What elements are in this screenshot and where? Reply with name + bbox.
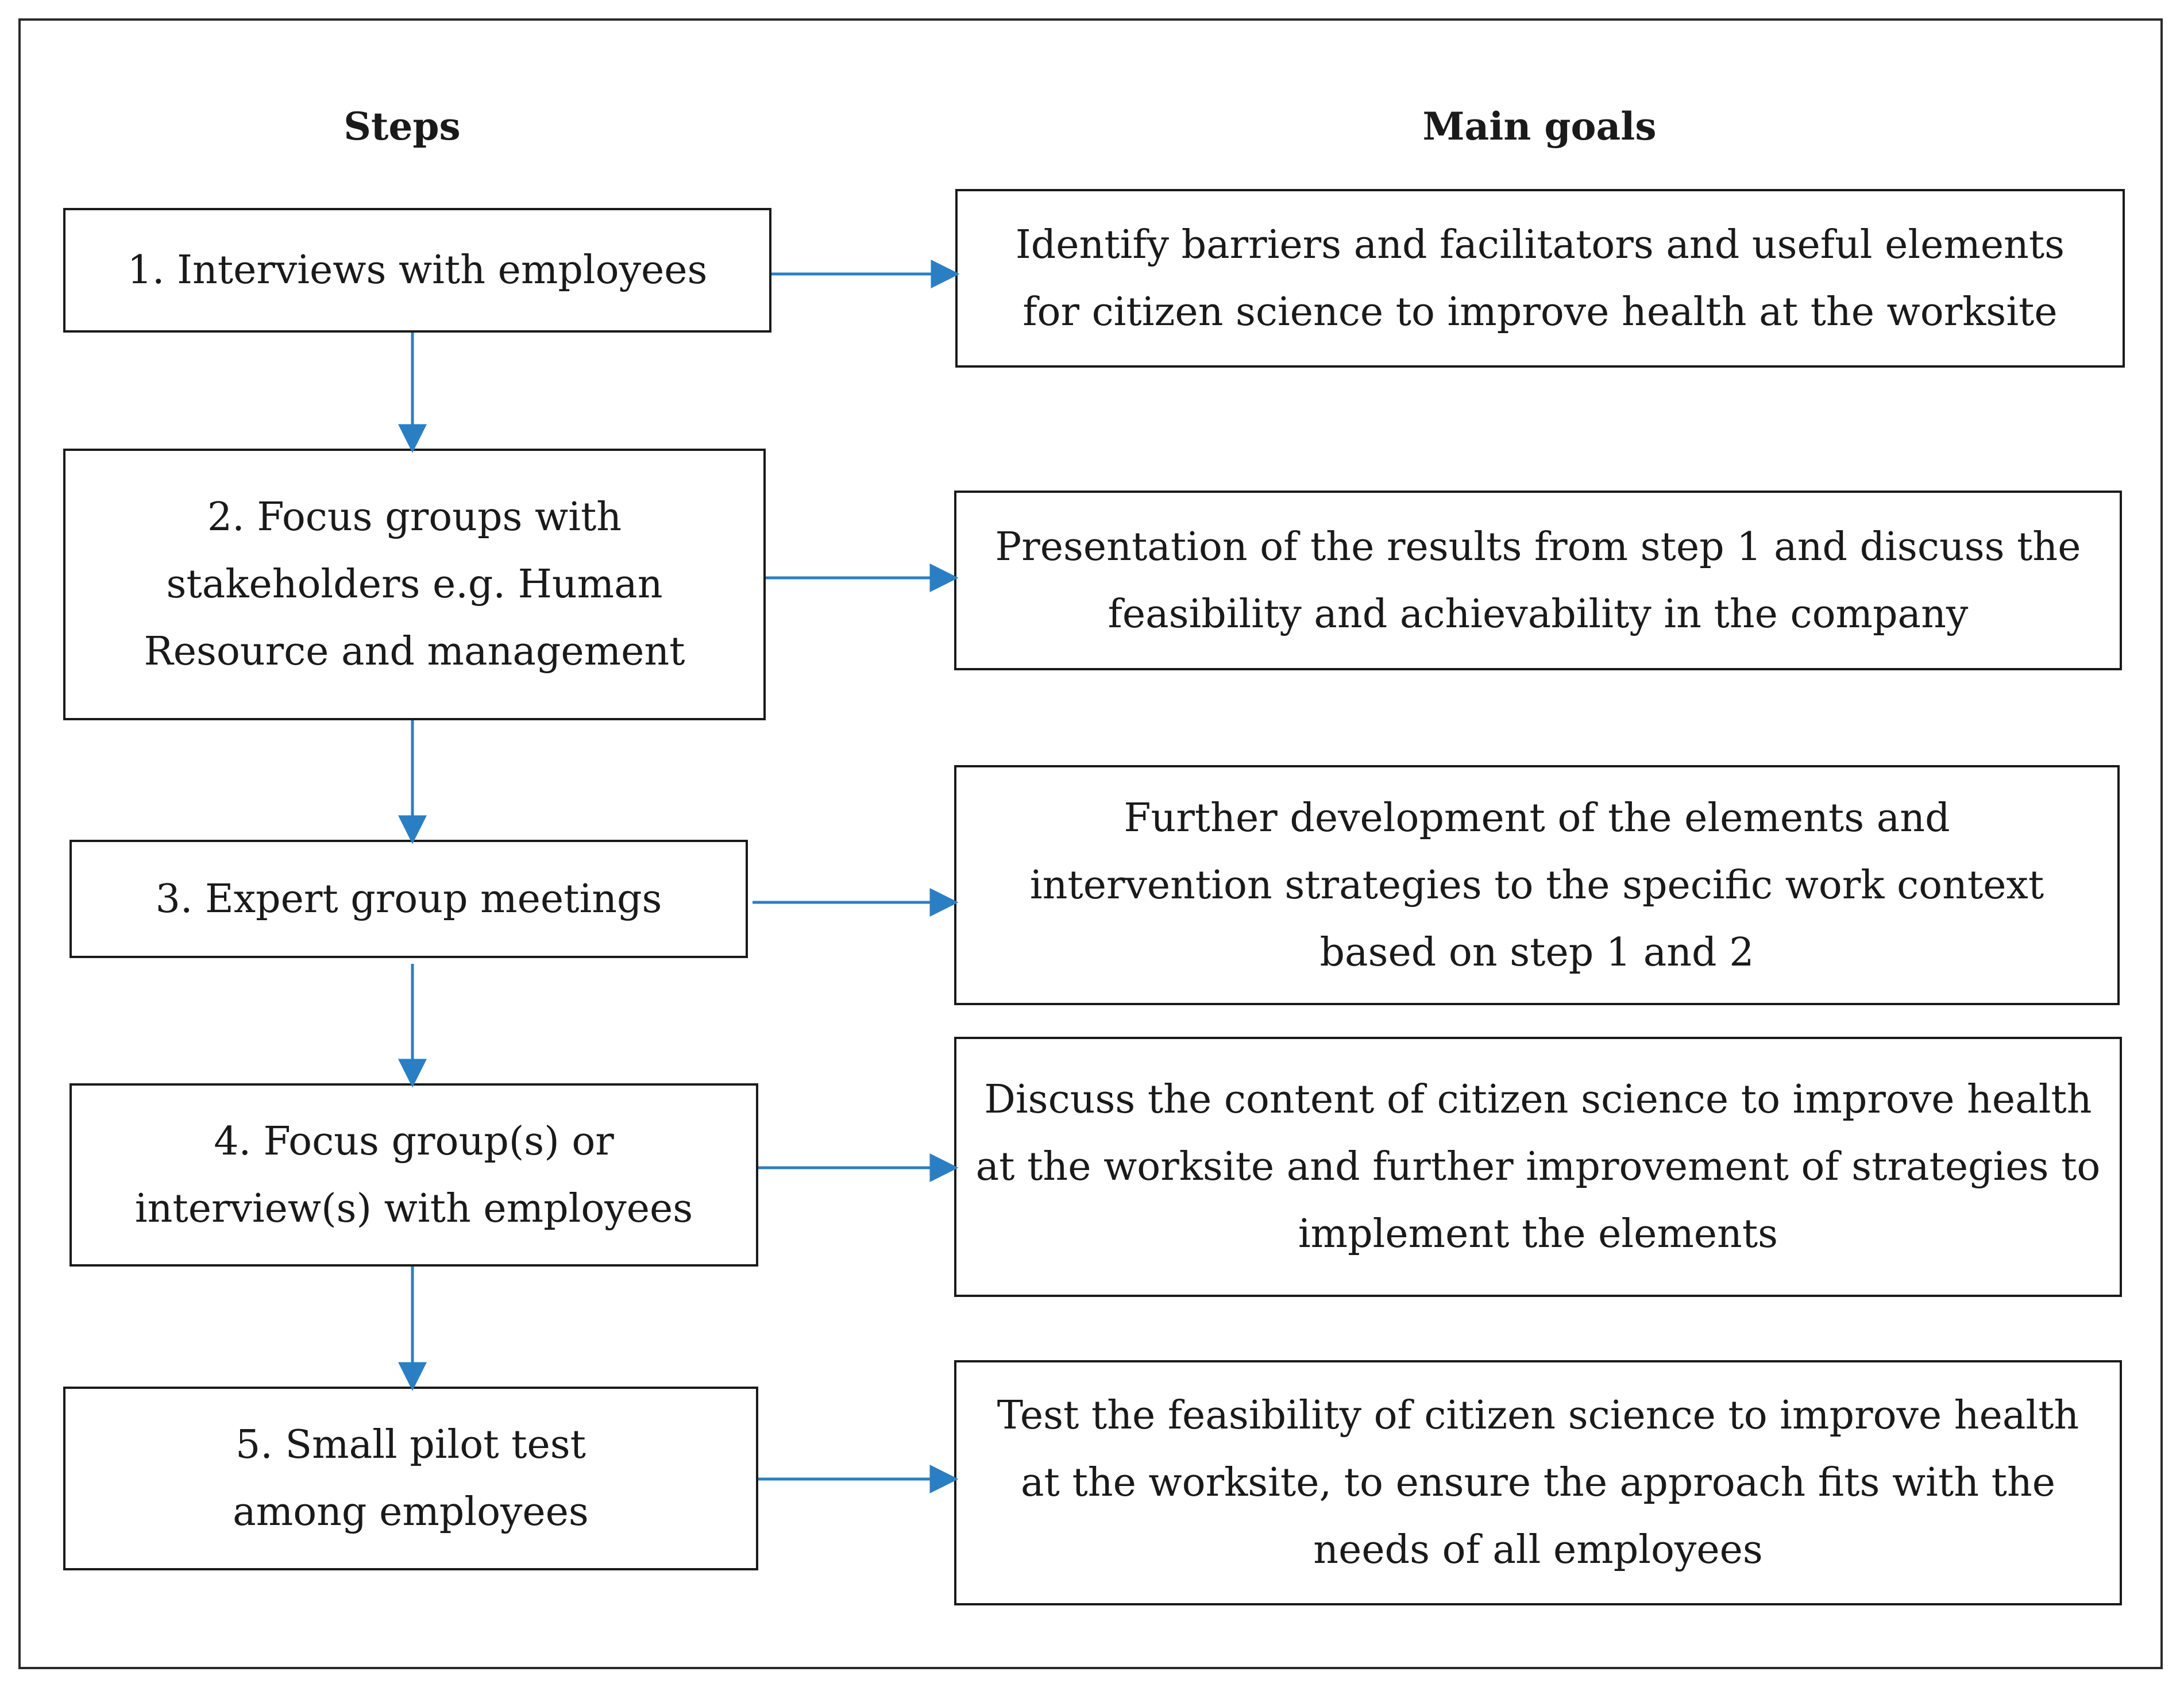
step-label: 1. Interviews with employees bbox=[127, 248, 708, 293]
goal-label: Identify barriers and facilitators and u… bbox=[1015, 222, 2065, 335]
goal-box-2: Presentation of the results from step 1 … bbox=[954, 491, 2122, 670]
goal-box-5: Test the feasibility of citizen science … bbox=[954, 1360, 2122, 1605]
diagram-frame bbox=[18, 18, 2163, 1669]
step-label: 3. Expert group meetings bbox=[155, 876, 662, 922]
step-label: 5. Small pilot test among employees bbox=[233, 1422, 589, 1535]
step-box-4: 4. Focus group(s) or interview(s) with e… bbox=[70, 1083, 758, 1267]
main-goals-header: Main goals bbox=[1422, 104, 1657, 149]
goal-box-1: Identify barriers and facilitators and u… bbox=[955, 189, 2125, 368]
step-box-1: 1. Interviews with employees bbox=[63, 208, 771, 333]
step-label: 4. Focus group(s) or interview(s) with e… bbox=[134, 1118, 693, 1231]
step-label: 2. Focus groups with stakeholders e.g. H… bbox=[144, 495, 685, 674]
step-box-5: 5. Small pilot test among employees bbox=[63, 1387, 758, 1570]
goal-box-3: Further development of the elements and … bbox=[954, 765, 2120, 1005]
step-box-2: 2. Focus groups with stakeholders e.g. H… bbox=[63, 449, 766, 720]
goal-box-4: Discuss the content of citizen science t… bbox=[954, 1037, 2122, 1297]
goal-label: Discuss the content of citizen science t… bbox=[975, 1077, 2101, 1257]
steps-header: Steps bbox=[344, 104, 461, 149]
step-box-3: 3. Expert group meetings bbox=[70, 840, 748, 958]
goal-label: Presentation of the results from step 1 … bbox=[995, 524, 2081, 637]
goal-label: Further development of the elements and … bbox=[1029, 795, 2044, 975]
goal-label: Test the feasibility of citizen science … bbox=[997, 1393, 2079, 1573]
